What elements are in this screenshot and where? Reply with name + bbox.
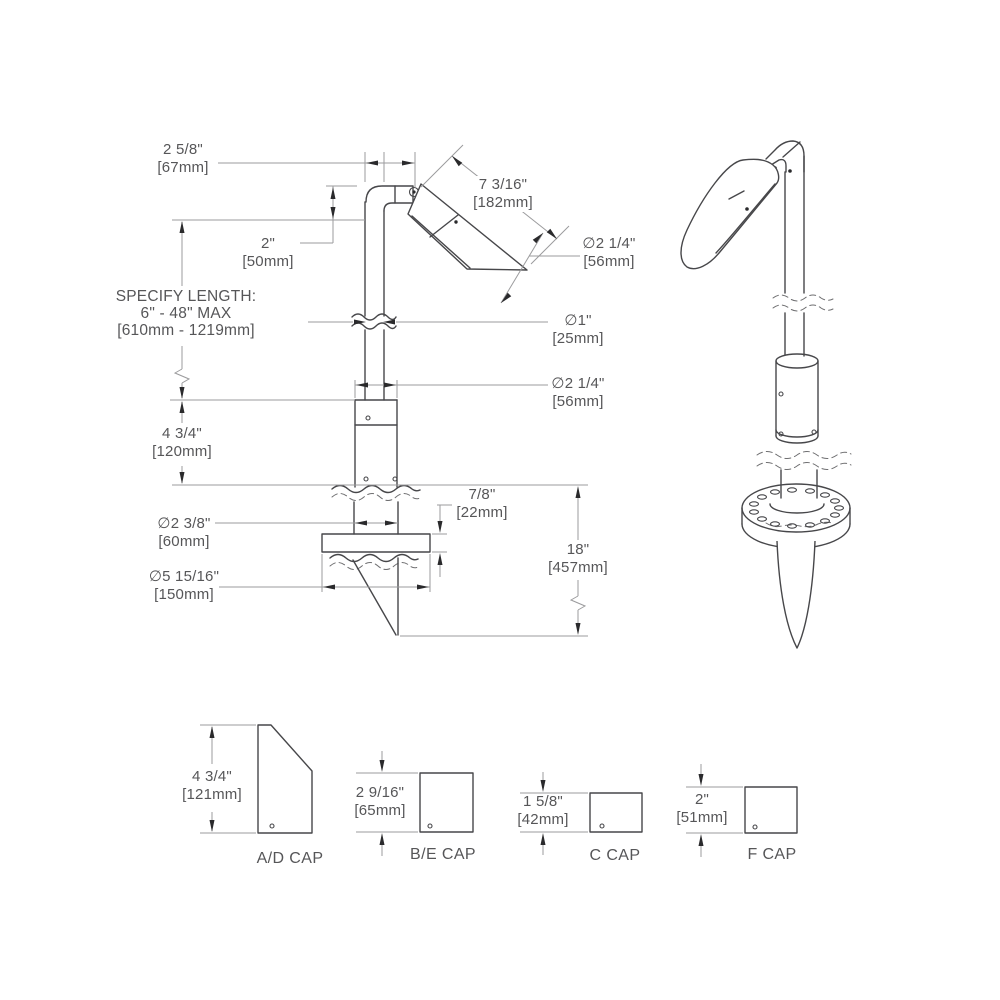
cap-ad-name: A/D CAP — [256, 850, 324, 867]
dim-pole-dia: ∅1" [25mm] — [552, 312, 603, 348]
dim-flange-thk-in: 7/8" — [468, 486, 496, 503]
dim-drop-in: 2" — [260, 235, 276, 252]
dim-head-length-mm: [182mm] — [473, 194, 533, 211]
specify-line1: SPECIFY LENGTH: — [115, 288, 257, 305]
cap-f-dim-mm: [51mm] — [676, 809, 728, 826]
dim-top-offset: 2 5/8" [67mm] — [157, 141, 208, 177]
dim-top-offset-in: 2 5/8" — [163, 141, 203, 158]
dim-stake-len-mm: [457mm] — [548, 559, 608, 576]
cap-c-dim-mm: [42mm] — [517, 811, 569, 828]
dim-pole-dia-in: ∅1" — [564, 312, 592, 329]
dim-stake-len-in: 18" — [566, 541, 590, 558]
dim-stake-dia-in: ∅2 3/8" — [157, 515, 211, 532]
cap-c-dim: 1 5/8" [42mm] — [517, 793, 568, 829]
cap-f-dim-in: 2" — [694, 791, 710, 808]
flange-bolt-holes — [748, 487, 845, 529]
dim-head-dia: ∅2 1/4" [56mm] — [582, 235, 635, 271]
cap-be-name: B/E CAP — [410, 846, 476, 863]
cap-ad-dim-mm: [121mm] — [182, 786, 242, 803]
dim-body-len-mm: [120mm] — [152, 443, 212, 460]
dim-top-offset-mm: [67mm] — [157, 159, 209, 176]
dim-body-len: 4 3/4" [120mm] — [149, 425, 215, 461]
dim-flange-dia: ∅5 15/16" [150mm] — [149, 568, 219, 604]
front-view-linework — [321, 183, 528, 636]
dim-flange-thk-mm: [22mm] — [456, 504, 508, 521]
dim-body-len-in: 4 3/4" — [162, 425, 202, 442]
cap-ad-dim: 4 3/4" [121mm] — [179, 768, 245, 804]
dim-drop-mm: [50mm] — [242, 253, 294, 270]
cap-f-name: F CAP — [747, 846, 797, 863]
dim-head-dia-in: ∅2 1/4" — [582, 235, 636, 252]
cap-c-name: C CAP — [589, 847, 641, 864]
dim-head-length-in: 7 3/16" — [478, 176, 528, 193]
iso-view-linework — [680, 140, 852, 649]
specify-line3: [610mm - 1219mm] — [117, 322, 255, 339]
dim-stake-len: 18" [457mm] — [545, 541, 611, 577]
dim-pole-dia-mm: [25mm] — [552, 330, 604, 347]
dim-stake-dia: ∅2 3/8" [60mm] — [157, 515, 210, 551]
dim-body-dia-in: ∅2 1/4" — [551, 375, 605, 392]
cap-be-dim: 2 9/16" [65mm] — [354, 784, 405, 820]
dim-stake-dia-mm: [60mm] — [158, 533, 210, 550]
front-view-dimensions — [170, 144, 588, 637]
dim-head-length: 7 3/16" [182mm] — [470, 176, 536, 212]
cap-ad-dim-in: 4 3/4" — [192, 768, 232, 785]
specify-length-note: SPECIFY LENGTH: 6" - 48" MAX [610mm - 12… — [112, 288, 260, 339]
cap-f-dim: 2" [51mm] — [676, 791, 727, 827]
cap-c-dim-in: 1 5/8" — [523, 793, 563, 810]
dim-drop: 2" [50mm] — [242, 235, 293, 271]
dim-body-dia-mm: [56mm] — [552, 393, 604, 410]
cap-be-dim-in: 2 9/16" — [355, 784, 405, 801]
dim-flange-dia-mm: [150mm] — [154, 586, 214, 603]
dim-head-dia-mm: [56mm] — [583, 253, 635, 270]
cap-profiles-linework — [200, 724, 798, 857]
specify-line2: 6" - 48" MAX — [140, 305, 232, 322]
dim-flange-thk: 7/8" [22mm] — [456, 486, 507, 522]
dim-body-dia: ∅2 1/4" [56mm] — [551, 375, 604, 411]
cap-be-dim-mm: [65mm] — [354, 802, 406, 819]
dim-flange-dia-in: ∅5 15/16" — [148, 568, 220, 585]
